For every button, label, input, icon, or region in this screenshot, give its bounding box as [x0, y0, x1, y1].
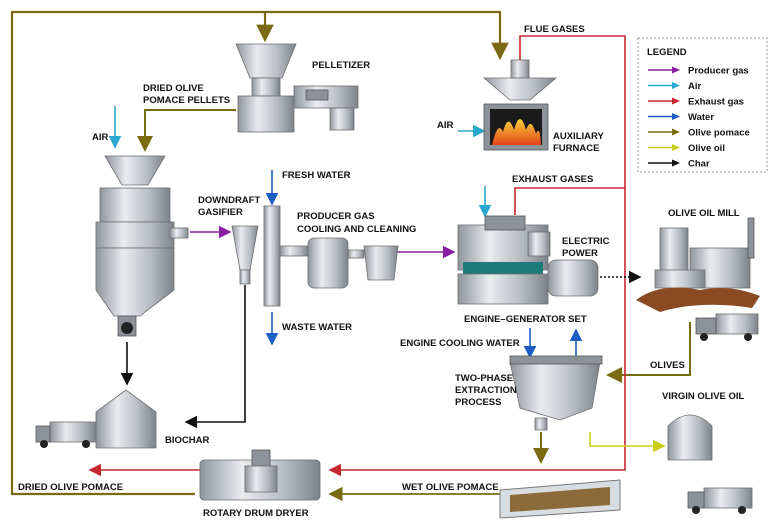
biochar-label: BIOCHAR: [165, 435, 209, 446]
pelletizer-icon: [235, 43, 359, 133]
exhaust-gases-label: EXHAUST GASES: [512, 174, 593, 185]
legend-item-label: Olive oil: [688, 143, 725, 154]
cleaning-label-1: PRODUCER GAS: [297, 211, 375, 222]
furnace-label-1: AUXILIARY: [553, 131, 605, 142]
legend-arrow-icon: [672, 144, 680, 151]
legend-arrow-icon: [672, 113, 680, 120]
furnace-label-2: FURNACE: [553, 143, 599, 154]
pelletizer-label: PELLETIZER: [312, 60, 370, 71]
legend-arrow-icon: [672, 97, 680, 105]
legend-item-label: Olive pomace: [688, 128, 750, 139]
biochar-silo-icon: [35, 389, 157, 449]
pellets-to-gasifier-line: [137, 109, 236, 152]
legend-item-label: Water: [688, 112, 714, 123]
extraction-label-3: PROCESS: [455, 397, 501, 408]
gasifier-label-1: DOWNDRAFT: [198, 195, 260, 206]
legend-arrow-icon: [672, 82, 680, 89]
legend-item-label: Air: [688, 81, 702, 92]
char-cleaning-line: [184, 285, 246, 429]
flue-gases-line: [328, 35, 626, 477]
extraction-icon: [509, 355, 603, 431]
extraction-label-2: EXTRACTION: [455, 385, 517, 396]
legend-arrow-icon: [672, 66, 680, 74]
pellets-label-2: POMACE PELLETS: [143, 95, 230, 106]
gasifier-icon: [95, 155, 189, 337]
engine-cooling-label: ENGINE COOLING WATER: [400, 338, 520, 349]
fresh-water-label: FRESH WATER: [282, 170, 351, 181]
legend-item-label: Exhaust gas: [688, 97, 744, 108]
olive-oil-line: [589, 432, 666, 453]
pellets-label-1: DRIED OLIVE: [143, 83, 204, 94]
extraction-label-1: TWO-PHASE: [455, 373, 513, 384]
gas-cleaning-icon: [231, 205, 399, 307]
dried-pomace-label: DRIED OLIVE POMACE: [18, 482, 123, 493]
waste-water-label: WASTE WATER: [282, 322, 352, 333]
olive-oil-mill-label: OLIVE OIL MILL: [668, 208, 740, 219]
olive-pomace-loop-line: [10, 10, 509, 496]
dryer-label: ROTARY DRUM DRYER: [203, 508, 309, 519]
wet-pomace-label: WET OLIVE POMACE: [402, 482, 499, 493]
olives-label: OLIVES: [650, 360, 685, 371]
legend-item-label: Producer gas: [688, 66, 749, 77]
engine-generator-icon: [457, 215, 599, 305]
rotary-dryer-icon: [199, 449, 321, 501]
electric-label-2: POWER: [562, 248, 598, 259]
electric-label-1: ELECTRIC: [562, 236, 610, 247]
wet-pomace-pond-icon: [499, 479, 621, 519]
air-furnace-label: AIR: [437, 120, 454, 131]
flue-gases-label: FLUE GASES: [524, 24, 585, 35]
cleaning-label-2: COOLING AND CLEANING: [297, 224, 416, 235]
oil-tank-icon: [667, 414, 753, 514]
virgin-oil-label: VIRGIN OLIVE OIL: [662, 391, 745, 402]
furnace-icon: [482, 59, 558, 151]
legend-title: LEGEND: [647, 47, 687, 58]
legend-arrow-icon: [672, 159, 680, 167]
olives-line: [606, 322, 691, 383]
olive-oil-mill-icon: [636, 217, 760, 341]
legend-arrow-icon: [672, 128, 680, 136]
air-gasifier-label: AIR: [92, 132, 109, 143]
exhaust-gases-line: [514, 187, 625, 215]
legend-item-label: Char: [688, 159, 710, 170]
engine-set-label: ENGINE–GENERATOR SET: [464, 314, 587, 325]
gasifier-label-2: GASIFIER: [198, 207, 243, 218]
